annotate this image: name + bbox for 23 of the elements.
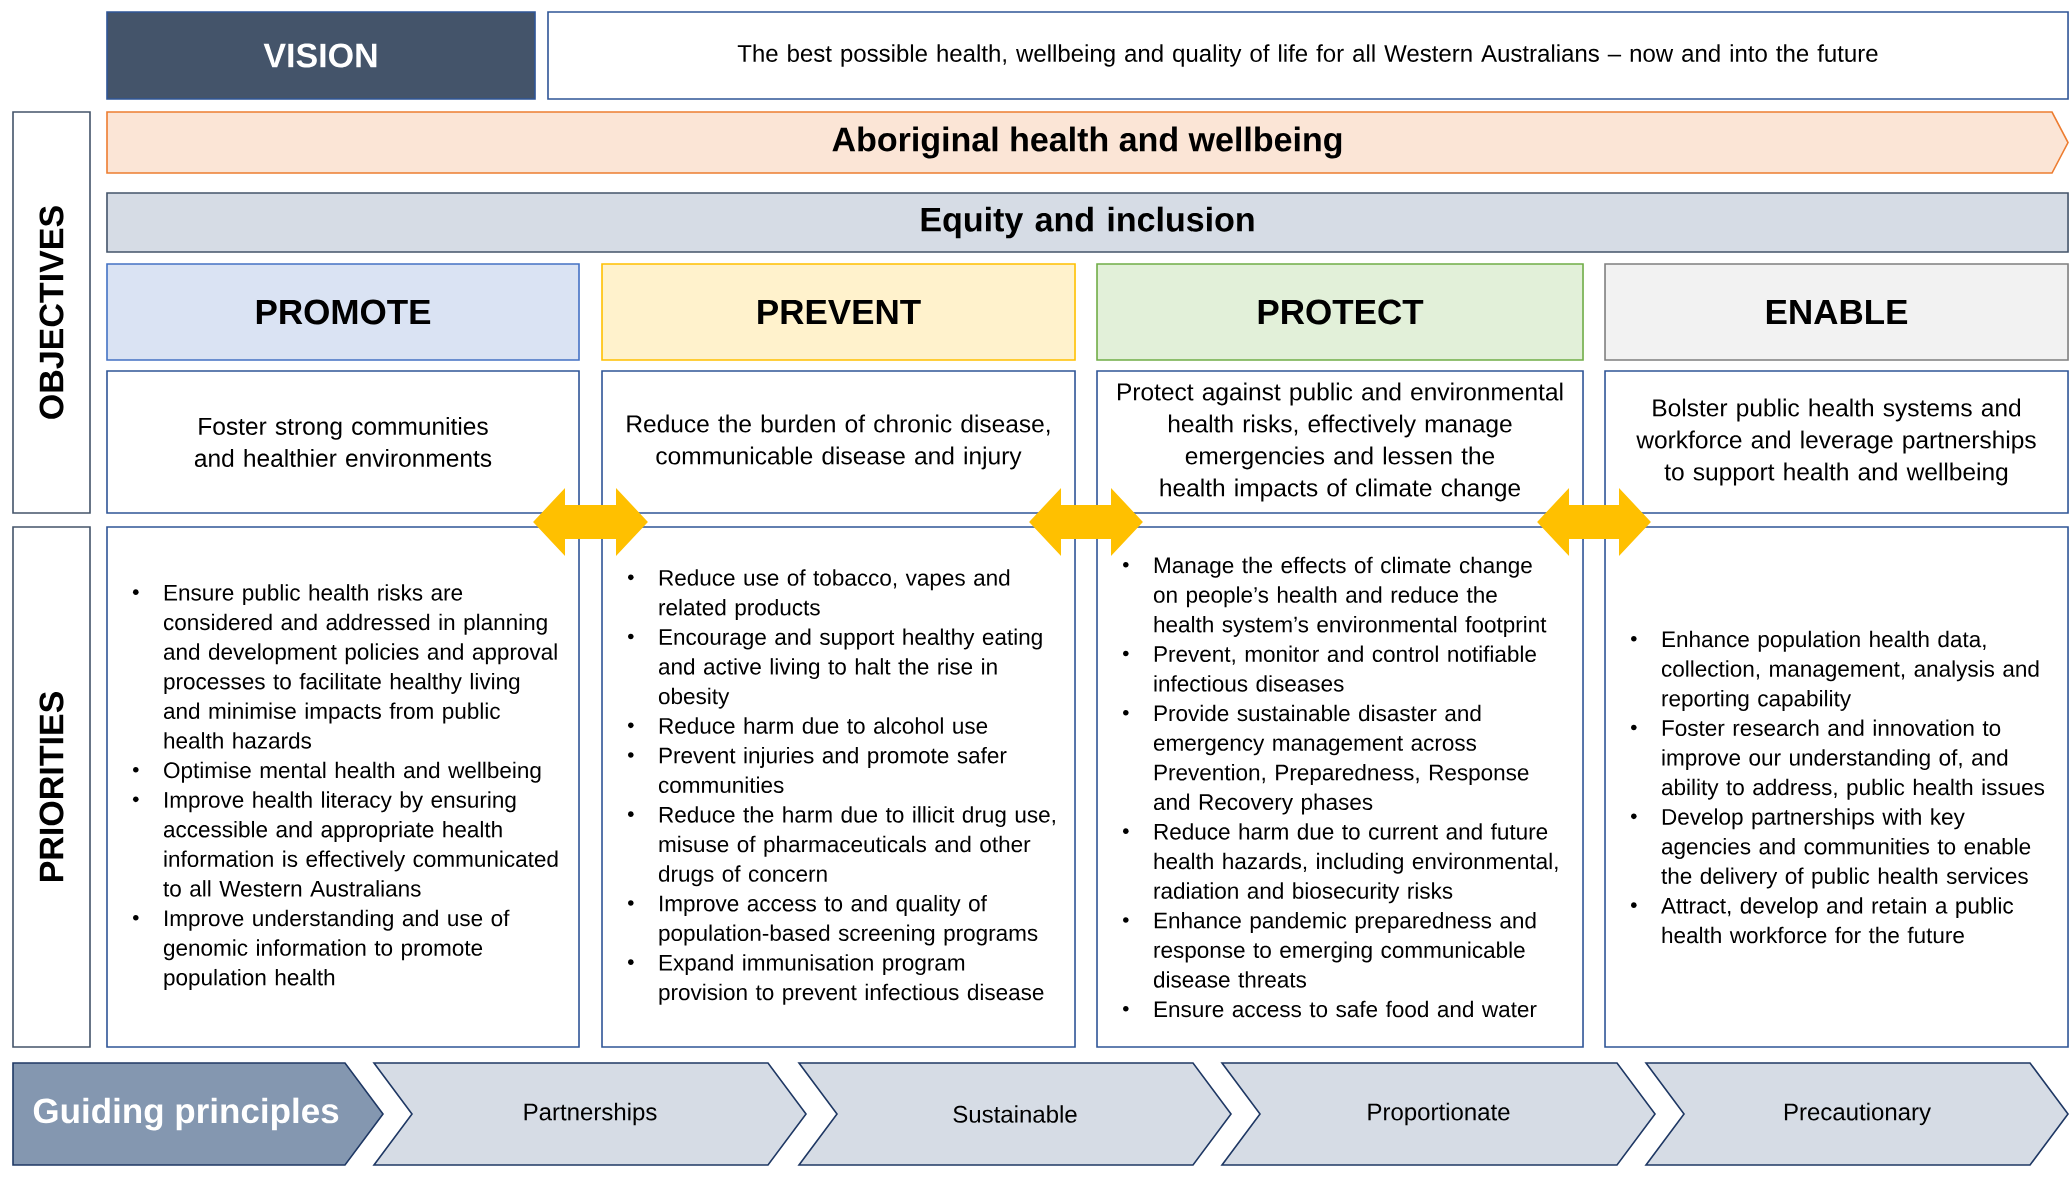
objective-box: Reduce the burden of chronic disease, communicable disease and injury — [601, 370, 1076, 514]
principle-box: Precautionary — [1644, 1062, 2069, 1166]
objective-box: Foster strong communities and healthier environments — [106, 370, 580, 514]
banner: Aboriginal health and wellbeing — [106, 111, 2069, 174]
objective-box: Bolster public health systems and workforce and leverage partnerships to support health and wellbeing — [1604, 370, 2069, 514]
vision-statement-box: The best possible health, wellbeing and quality of life for all Western Australians – now and into the future — [547, 11, 2069, 100]
principles-heading: Guiding principles — [12, 1062, 384, 1166]
priority-list-box: Manage the effects of climate change on people’s health and reduce the health system’s environmental footprint Prevent, monitor and control notifiable infectious diseases Provide sustainable disaster and emergency management across Prevention, Preparedness, Response and Recovery phases Reduce harm due to current and future health hazards, including environmental, radiation and biosecurity risks Enhance pandemic preparedness and response to emerging communicable disease threats Ensure access to safe food and water — [1096, 526, 1584, 1048]
objective-heading: PROMOTE — [106, 263, 580, 361]
banner: Equity and inclusion — [106, 192, 2069, 253]
principle-box: Sustainable — [797, 1062, 1232, 1166]
priority-list-box: Enhance population health data, collection, management, analysis and reporting capability Foster research and innovation to improve our understanding of, and ability to address, public health issues Develop partnerships with key agencies and communities to enable the delivery of public health services Attract, develop and retain a public health workforce for the future — [1604, 526, 2069, 1048]
objective-heading: ENABLE — [1604, 263, 2069, 361]
objective-box: Protect against public and environmental health risks, effectively manage emergencies and lessen the health impacts of climate change — [1096, 370, 1584, 514]
objective-heading: PREVENT — [601, 263, 1076, 361]
priority-list-box: Ensure public health risks are considered and addressed in planning and development policies and approval processes to facilitate healthy living and minimise impacts from public health hazards Optimise mental health and wellbeing Improve health literacy by ensuring accessible and appropriate health information is effectively communicated to all Western Australians Improve understanding and use of genomic information to promote population health — [106, 526, 580, 1048]
section-label-box: OBJECTIVES — [12, 111, 91, 514]
section-label-box: PRIORITIES — [12, 526, 91, 1048]
principle-box: Partnerships — [372, 1062, 807, 1166]
priority-list-box: Reduce use of tobacco, vapes and related products Encourage and support healthy eating and active living to halt the rise in obesity Reduce harm due to alcohol use Prevent injuries and promote safer communities Reduce the harm due to illicit drug use, misuse of pharmaceuticals and other drugs of concern Improve access to and quality of population-based screening programs Expand immunisation program provision to prevent infectious disease — [601, 526, 1076, 1048]
objective-heading: PROTECT — [1096, 263, 1584, 361]
vision-heading: VISION — [106, 11, 536, 100]
principle-box: Proportionate — [1220, 1062, 1656, 1166]
